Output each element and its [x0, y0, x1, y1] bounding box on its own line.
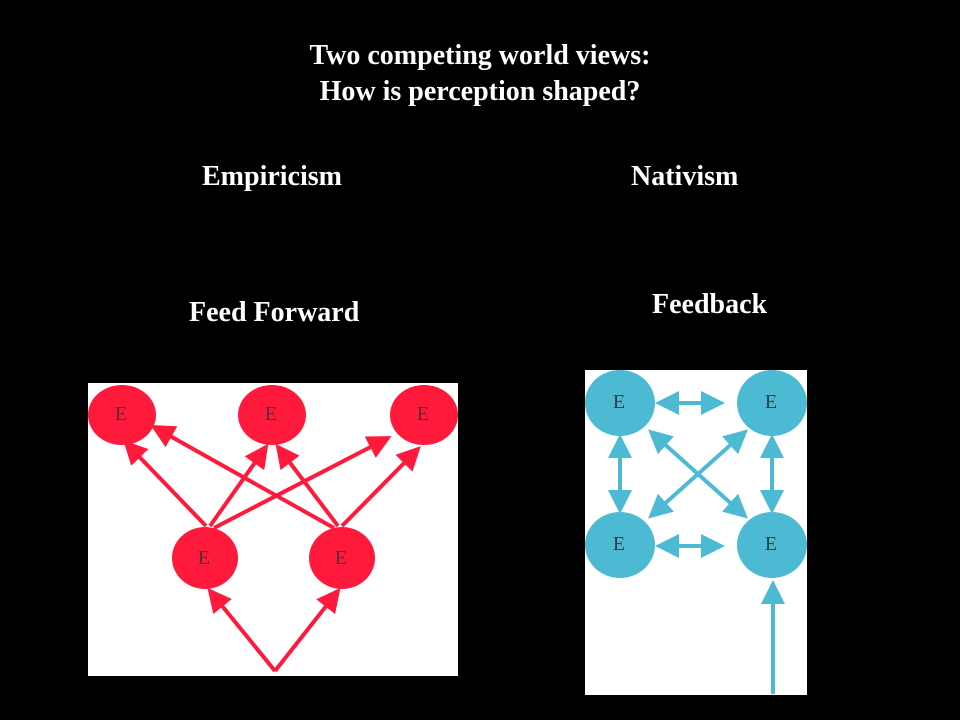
ff-node-bottom-left-label: E — [198, 547, 210, 569]
feedback-label: Feedback — [652, 289, 768, 320]
ff-edge-br-tc — [275, 443, 340, 528]
ff-node-top-center-label: E — [265, 403, 277, 425]
ff-node-top-left — [88, 385, 156, 445]
fb-node-bottom-left-label: E — [613, 533, 625, 555]
fb-node-top-left-label: E — [613, 391, 625, 413]
ff-node-bottom-right-label: E — [335, 547, 347, 569]
fb-node-top-right — [737, 370, 807, 436]
ff-node-top-right — [390, 385, 458, 445]
feed-forward-svg: E E E E E — [88, 385, 458, 673]
ff-node-top-center — [238, 385, 306, 445]
fb-edge-diagonal-b — [648, 429, 748, 519]
empiricism-heading: Empiricism — [202, 161, 342, 192]
fb-node-top-right-label: E — [765, 391, 777, 413]
ff-edge-in-br — [273, 587, 341, 673]
fb-node-top-left — [585, 370, 655, 436]
fb-node-bottom-right — [737, 512, 807, 578]
feed-forward-label: Feed Forward — [189, 297, 360, 328]
fb-node-bottom-right-label: E — [765, 533, 777, 555]
feedback-diagram: E E E E — [585, 370, 807, 695]
ff-node-top-right-label: E — [417, 403, 429, 425]
feed-forward-diagram: E E E E E — [88, 383, 458, 676]
ff-node-bottom-left — [172, 527, 238, 589]
fb-node-bottom-left — [585, 512, 655, 578]
ff-edge-bl-tc — [208, 443, 269, 528]
title-line-2: How is perception shaped? — [319, 76, 641, 107]
slide-title: Two competing world views: How is percep… — [0, 38, 960, 110]
nativism-heading: Nativism — [631, 161, 739, 192]
ff-node-bottom-right — [309, 527, 375, 589]
ff-node-top-left-label: E — [115, 403, 127, 425]
ff-edge-bl-tl — [123, 440, 208, 528]
title-line-1: Two competing world views: — [309, 40, 651, 71]
ff-edge-br-tr — [340, 446, 421, 528]
ff-edge-bl-tr — [213, 436, 392, 530]
ff-edge-in-bl — [207, 587, 277, 673]
ff-edge-br-tl — [150, 425, 335, 530]
feedback-svg: E E E E — [585, 370, 807, 694]
